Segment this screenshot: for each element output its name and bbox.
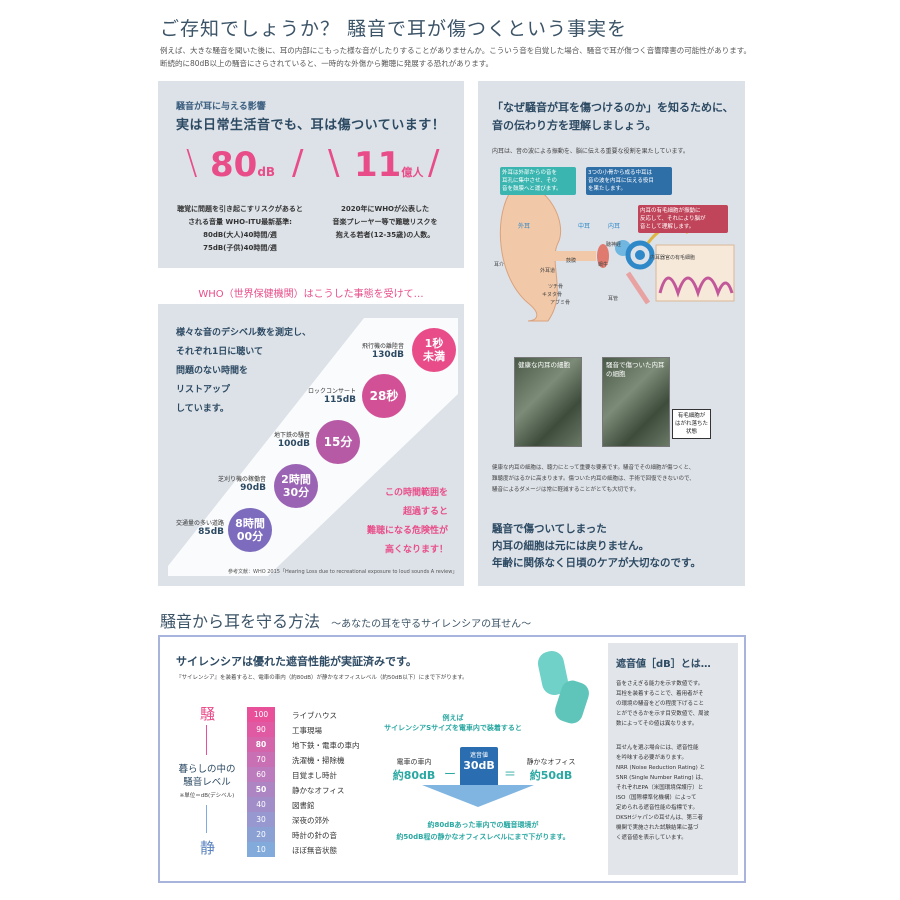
level-value: 50 (247, 782, 275, 797)
arrow-down-line (206, 805, 207, 833)
level-value: 10 (247, 842, 275, 857)
minus: ー (444, 767, 457, 781)
micro-damaged: 騒音で傷ついた内耳の細胞 (602, 357, 670, 447)
reduction-arrow (422, 785, 534, 807)
part-incus: キヌタ骨 (542, 292, 563, 298)
level-value: 80 (247, 737, 275, 752)
quiet-label: 静 (200, 839, 216, 857)
loud-label: 騒 (200, 705, 216, 723)
micro-note: 有毛細胞がはがれ落ちた状態 (672, 409, 712, 439)
level-value: 90 (247, 722, 275, 737)
impact-panel: 騒音が耳に与える影響 実は日常生活音でも、耳は傷ついています！ \ 80dB /… (158, 81, 464, 268)
part-cochlea: 蝸牛 (598, 262, 609, 268)
part-hair-cells: 内耳器官の有毛細胞 (650, 255, 696, 261)
who-warning: この時間範囲を超過すると難聴になる危険性が高くなります！ (366, 488, 448, 555)
nrr-explainer: 遮音値［dB］とは… 音をさえぎる能力を示す数値です。耳栓を装着することで、着用… (608, 643, 738, 875)
ear-closing: 騒音で傷ついてしまった内耳の細胞は元には戻りません。年齢に関係なく日頃のケアが大… (492, 523, 701, 569)
ear-panel: 「なぜ騒音が耳を傷つけるのか」を知るために、音の伝わり方を理解しましょう。 内耳… (478, 81, 745, 586)
part-nerve: 聴神経 (606, 242, 622, 248)
ear-paragraph: 健康な内耳の細胞は、聴力にとって重要な要素です。騒音でその細胞が傷つくと、難聴度… (492, 465, 695, 493)
protect-headline: サイレンシアは優れた遮音性能が実証済みです。 (176, 655, 417, 668)
part-tube: 耳管 (608, 296, 619, 302)
who-item-airplane: 飛行機の離陸音 130dB (361, 343, 404, 360)
part-malleus: ツチ骨 (548, 284, 564, 290)
middle-ear-box: 3つの小骨から成る中耳は音の波を内耳に伝える役目を果たします。 (586, 167, 672, 195)
level-label: 地下鉄・電車の車内 (292, 741, 360, 750)
level-value: 60 (247, 767, 275, 782)
outer-ear-box: 外耳は外部からの音を耳孔に集中させ、その音を鼓膜へと運びます。 (500, 167, 576, 195)
impact-headline: 実は日常生活音でも、耳は傷ついています！ (176, 118, 446, 133)
stat-80db-text: 聴覚に問題を引き起こすリスクがあるとされる音量 WHO-ITU最新基準:80dB… (177, 205, 303, 252)
nrr-box: 遮音値 30dB (460, 747, 498, 787)
stat-11oku-text: 2020年にWHOが公表した音楽プレーヤー等で難聴リスクを抱える若者(12-35… (332, 205, 438, 239)
who-panel: 様々な音のデシベル数を測定し、それぞれ1日に聴いて問題のない時間をリストアップし… (158, 304, 464, 586)
ear-subtitle: 内耳は、音の波による振動を、脳に伝える重要な役割を果たしています。 (492, 148, 689, 155)
level-value: 70 (247, 752, 275, 767)
stat-11oku: 11億人 (354, 145, 424, 185)
earplug-icon (537, 651, 589, 724)
who-circle-rock: 28秒 (362, 374, 406, 418)
who-item-rock: ロックコンサート 115dB (307, 388, 356, 405)
level-label: 洗濯機・掃除機 (292, 756, 345, 765)
nrr-explainer-p1: 音をさえぎる能力を示す数値です。耳栓を装着することで、着用者がその環境の騒音をど… (616, 681, 710, 727)
impact-label: 騒音が耳に与える影響 (176, 102, 266, 112)
result: 約80dBあった車内での騒音環境が約50dB程の静かなオフィスレベルにまで下がり… (396, 821, 570, 841)
ear-heading: 「なぜ騒音が耳を傷つけるのか」を知るために、音の伝わり方を理解しましょう。 (492, 101, 734, 132)
level-label: 目覚まし時計 (292, 771, 337, 780)
part-eardrum: 鼓膜 (566, 258, 577, 264)
level-value: 30 (247, 812, 275, 827)
level-label: 深夜の郊外 (292, 816, 330, 825)
who-item-road: 交通量の多い道路 85dB (175, 520, 224, 537)
part-pinna: 耳介 (494, 262, 505, 268)
who-reference: 参考文献：WHO 2015「Hearing Loss due to recrea… (228, 569, 458, 575)
micro-healthy: 健康な内耳の細胞 (514, 357, 582, 447)
label-outer: 外耳 (518, 223, 531, 230)
part-stapes: アブミ骨 (550, 300, 571, 306)
nrr-explainer-title: 遮音値［dB］とは… (616, 659, 711, 670)
level-label: ライブハウス (292, 711, 337, 720)
who-item-subway: 地下鉄の騒音 100dB (273, 432, 310, 449)
who-description: 様々な音のデシベル数を測定し、それぞれ1日に聴いて問題のない時間をリストアップし… (176, 328, 312, 414)
who-circle-subway: 15分 (316, 420, 360, 464)
page-title: ご存知でしょうか？ 騒音で耳が傷つくという事実を (160, 18, 628, 40)
protect-title: 騒音から耳を守る方法 ～あなたの耳を守るサイレンシアの耳せん～ (160, 612, 532, 631)
level-label: 図書館 (292, 801, 315, 810)
level-label: ほぼ無音状態 (292, 846, 337, 855)
level-value: 20 (247, 827, 275, 842)
example: 例えばサイレンシアSサイズを電車内で装着すると (384, 714, 522, 732)
arrow-up-line (206, 725, 207, 755)
train-block: 電車の車内 約80dB (392, 758, 436, 782)
part-canal: 外耳道 (540, 268, 556, 274)
equals: ＝ (504, 767, 517, 781)
level-label: 静かなオフィス (292, 786, 345, 795)
label-middle: 中耳 (578, 223, 591, 230)
who-item-mower: 芝刈り機の稼働音 90dB (217, 476, 266, 493)
level-label: 時計の針の音 (292, 831, 337, 840)
office-block: 静かなオフィス 約50dB (526, 758, 576, 782)
who-heading: WHO（世界保健機関）はこうした事態を受けて… (198, 289, 424, 300)
level-value: 40 (247, 797, 275, 812)
inner-ear-box: 内耳の有毛細胞が振動に反応して、それにより脳が音として理解します。 (638, 205, 728, 233)
level-unit: ※単位＝dB(デシベル) (179, 793, 235, 799)
protect-panel: サイレンシアは優れた遮音性能が実証済みです。 『サイレンシア』を装着すると、電車… (158, 635, 746, 883)
protect-note: 『サイレンシア』を装着すると、電車の車内（約80dB）が静かなオフィスレベル（約… (176, 675, 468, 681)
who-circle-airplane: 1秒未満 (412, 328, 456, 372)
stat-80db: 80dB (210, 145, 276, 185)
nrr-explainer-p2: 耳せんを選ぶ場合には、遮音性能を吟味する必要があります。NRR (Noise R… (616, 745, 707, 841)
level-title: 暮らしの中の騒音レベル (178, 764, 236, 788)
level-label: 工事現場 (292, 726, 322, 735)
level-value: 100 (247, 707, 275, 722)
label-inner: 内耳 (608, 223, 621, 230)
intro-line-1: 例えば、大きな騒音を聞いた後に、耳の内部にこもった様な音がしたりすることがありま… (160, 46, 751, 55)
intro-line-2: 断続的に80dB以上の騒音にさらされていると、一時的な外傷から難聴に発展する恐れ… (160, 59, 494, 68)
